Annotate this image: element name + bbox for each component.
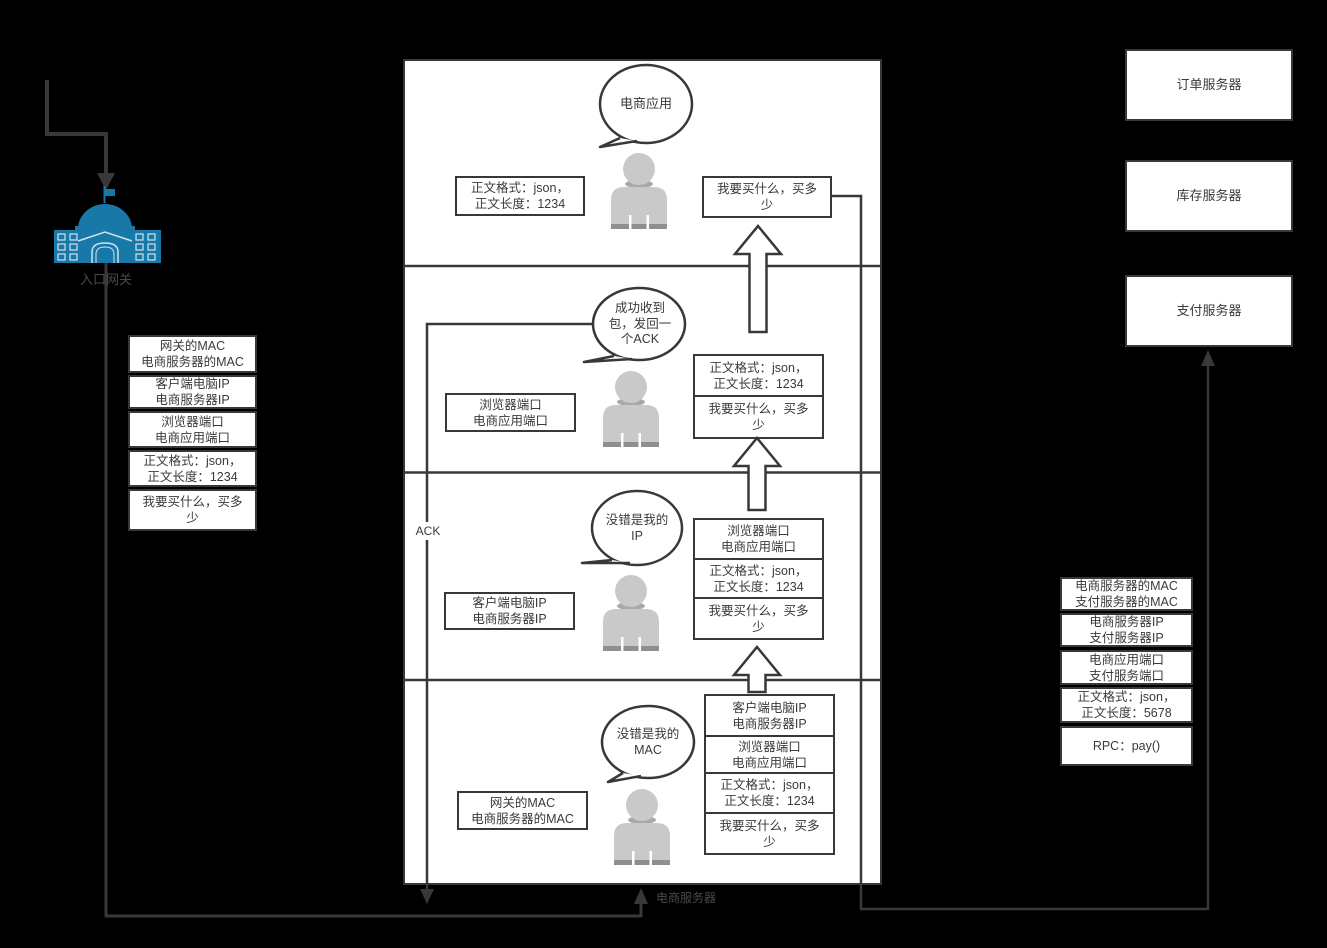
packet-field: 正文格式：json， 正文长度：1234 <box>706 772 833 812</box>
ack-label: ACK <box>410 522 446 540</box>
section2-left-box: 浏览器端口 电商应用端口 <box>445 393 576 432</box>
payment-packet-rpc: RPC：pay() <box>1060 726 1193 766</box>
payment-server-box: 支付服务器 <box>1125 275 1293 347</box>
payment-packet-port: 电商应用端口 支付服务端口 <box>1060 650 1193 685</box>
inventory-server-box: 库存服务器 <box>1125 160 1293 232</box>
packet-field: 正文格式：json， 正文长度：1234 <box>709 360 808 391</box>
order-server-box: 订单服务器 <box>1125 49 1293 121</box>
payment-packet-body: 正文格式：json， 正文长度：5678 <box>1060 687 1193 723</box>
packet-field: 客户端电脑IP 电商服务器IP <box>732 700 807 731</box>
payment-packet-mac: 电商服务器的MAC 支付服务器的MAC <box>1060 577 1193 611</box>
gateway-packet-ip: 客户端电脑IP 电商服务器IP <box>128 375 257 409</box>
gateway-building-icon <box>54 186 161 263</box>
arrowhead-down-icon <box>420 889 434 904</box>
packet-field: 浏览器端口 电商应用端口 <box>706 735 833 772</box>
gateway-label: 入口网关 <box>79 272 132 287</box>
browser-to-gateway-connector <box>45 80 115 190</box>
gateway-packet-mac: 网关的MAC 电商服务器的MAC <box>128 335 257 373</box>
bubble-text: 成功收到 包，发回一 个ACK <box>608 301 672 346</box>
arrowhead-up-icon <box>1201 350 1215 366</box>
section4-message-stack: 客户端电脑IP 电商服务器IP 浏览器端口 电商应用端口 正文格式：json， … <box>704 694 835 855</box>
section2-message-stack: 正文格式：json， 正文长度：1234 我要买什么，买多 少 <box>693 354 824 439</box>
section3-message-stack: 浏览器端口 电商应用端口 正文格式：json， 正文长度：1234 我要买什么，… <box>693 518 824 640</box>
gateway-packet-port: 浏览器端口 电商应用端口 <box>128 411 257 448</box>
gateway-packet-payload: 我要买什么，买多 少 <box>128 489 257 531</box>
section4-left-box: 网关的MAC 电商服务器的MAC <box>457 791 588 830</box>
ecommerce-server-label: 电商服务器 <box>656 891 717 905</box>
section1-message-box: 我要买什么，买多 少 <box>702 176 832 218</box>
payment-packet-ip: 电商服务器IP 支付服务器IP <box>1060 613 1193 647</box>
arrowhead-up-icon <box>634 888 648 904</box>
section1-left-box: 正文格式：json， 正文长度：1234 <box>455 176 585 216</box>
bubble-text: 电商应用 <box>619 96 672 111</box>
arrowhead-down-icon <box>97 173 115 190</box>
gateway-packet-body: 正文格式：json， 正文长度：1234 <box>128 450 257 487</box>
packet-field: 我要买什么，买多 少 <box>695 395 822 437</box>
bubble-text: 没错是我的 MAC <box>616 727 680 757</box>
section3-left-box: 客户端电脑IP 电商服务器IP <box>444 592 575 630</box>
packet-field: 我要买什么，买多 少 <box>695 597 822 638</box>
packet-field: 浏览器端口 电商应用端口 <box>720 524 796 554</box>
bubble-text: 没错是我的 IP <box>605 513 669 543</box>
packet-field: 我要买什么，买多 少 <box>706 812 833 853</box>
packet-field: 正文格式：json， 正文长度：1234 <box>695 558 822 597</box>
